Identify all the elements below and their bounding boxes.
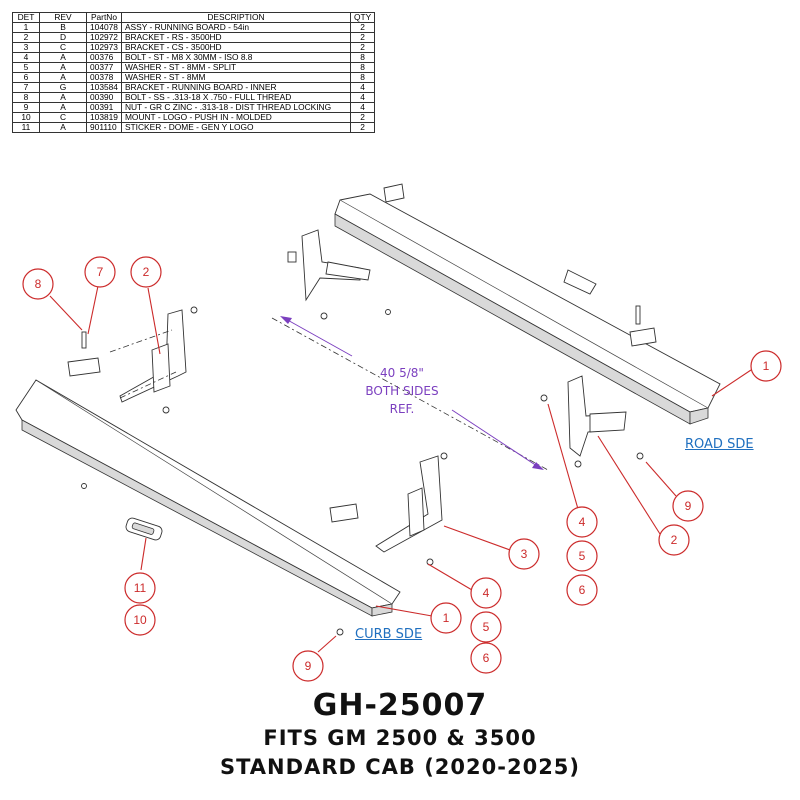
fitment-vehicle: FITS GM 2500 & 3500 (263, 726, 537, 750)
balloon-circle (130, 256, 162, 288)
balloon-number: 3 (521, 547, 528, 561)
balloon-circle (470, 611, 502, 643)
dimension-note: BOTH SIDES (365, 384, 438, 398)
balloon-number: 6 (579, 583, 586, 597)
balloon-circle (292, 650, 324, 682)
balloon-circle (750, 350, 782, 382)
balloon-b5-curb: 5 (470, 611, 502, 643)
balloon-circle (508, 538, 540, 570)
bom-header-row: DET REV PartNo DESCRIPTION QTY (12, 12, 376, 23)
bom-cell-rev: A (39, 122, 87, 133)
balloon-number: 1 (763, 359, 770, 373)
balloon-number: 2 (671, 533, 678, 547)
road-side-bracket-rear (567, 375, 627, 457)
road-side-label: ROAD SDE (685, 437, 754, 452)
leader-lines (49, 285, 752, 653)
road-side-inner-brackets (383, 183, 657, 347)
balloon-circle (658, 524, 690, 556)
bom-cell-qty: 2 (349, 122, 376, 133)
balloon-circle (124, 604, 156, 636)
balloon-number: 1 (443, 611, 450, 625)
curb-side-bracket-rear (375, 455, 443, 553)
road-side-running-board (271, 193, 721, 471)
balloon-b11: 11 (124, 572, 156, 604)
balloon-circle (566, 506, 598, 538)
balloon-b5-road: 5 (566, 540, 598, 572)
balloon-b1-road: 1 (750, 350, 782, 382)
curb-side-label: CURB SDE (355, 627, 423, 642)
balloon-b9-road: 9 (672, 490, 704, 522)
curb-side-inner-brackets (67, 331, 359, 523)
balloon-b4-road: 4 (566, 506, 598, 538)
fasteners (81, 306, 644, 636)
balloon-number: 11 (134, 581, 147, 595)
fitment-cab: STANDARD CAB (2020-2025) (219, 755, 581, 779)
balloon-b10: 10 (124, 604, 156, 636)
balloon-b7: 7 (84, 256, 116, 288)
balloon-number: 4 (579, 515, 586, 529)
logo-mount-plate (125, 517, 163, 541)
balloon-number: 8 (35, 277, 42, 291)
balloon-circle (470, 577, 502, 609)
road-side-bracket-front (287, 229, 371, 302)
dimension-value: 40 5/8" (380, 366, 424, 380)
balloon-b1-curb: 1 (430, 602, 462, 634)
balloon-circle (672, 490, 704, 522)
balloon-number: 2 (143, 265, 150, 279)
balloon-number: 9 (305, 659, 312, 673)
balloon-circle (430, 602, 462, 634)
curb-side-running-board (15, 379, 401, 617)
model-number: GH-25007 (312, 688, 488, 723)
balloon-b2-left: 2 (130, 256, 162, 288)
balloon-b6-road: 6 (566, 574, 598, 606)
balloon-number: 6 (483, 651, 490, 665)
balloon-b9-curb: 9 (292, 650, 324, 682)
balloon-b6-curb: 6 (470, 642, 502, 674)
curb-side-bracket-front (119, 309, 187, 403)
balloon-number: 10 (133, 613, 147, 627)
balloon-circle (566, 574, 598, 606)
balloon-number: 4 (483, 586, 490, 600)
balloon-b8: 8 (22, 268, 54, 300)
balloon-circle (84, 256, 116, 288)
balloon-b3: 3 (508, 538, 540, 570)
dimension-ref: REF. (390, 402, 415, 416)
wheelbase-dimension: 40 5/8" BOTH SIDES REF. (280, 316, 544, 470)
balloon-number: 5 (579, 549, 586, 563)
balloon-circle (124, 572, 156, 604)
balloon-b2-road: 2 (658, 524, 690, 556)
balloon-circle (566, 540, 598, 572)
balloon-b4-curb: 4 (470, 577, 502, 609)
balloon-number: 9 (685, 499, 692, 513)
balloon-number: 5 (483, 620, 490, 634)
balloon-circle (470, 642, 502, 674)
balloon-circle (22, 268, 54, 300)
balloon-number: 7 (97, 265, 104, 279)
